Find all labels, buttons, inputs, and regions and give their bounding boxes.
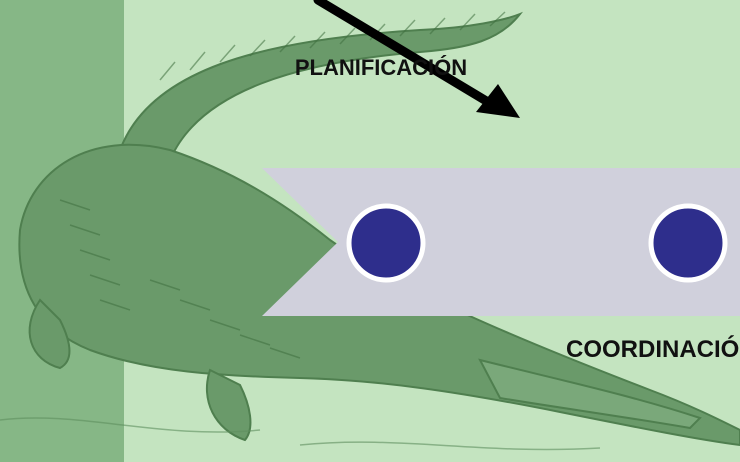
process-node-2 — [651, 206, 725, 280]
coordinacion-label: COORDINACIÓN — [566, 338, 740, 362]
process-node-1 — [349, 206, 423, 280]
planificacion-label: PLANIFICACIÓN — [276, 54, 486, 82]
